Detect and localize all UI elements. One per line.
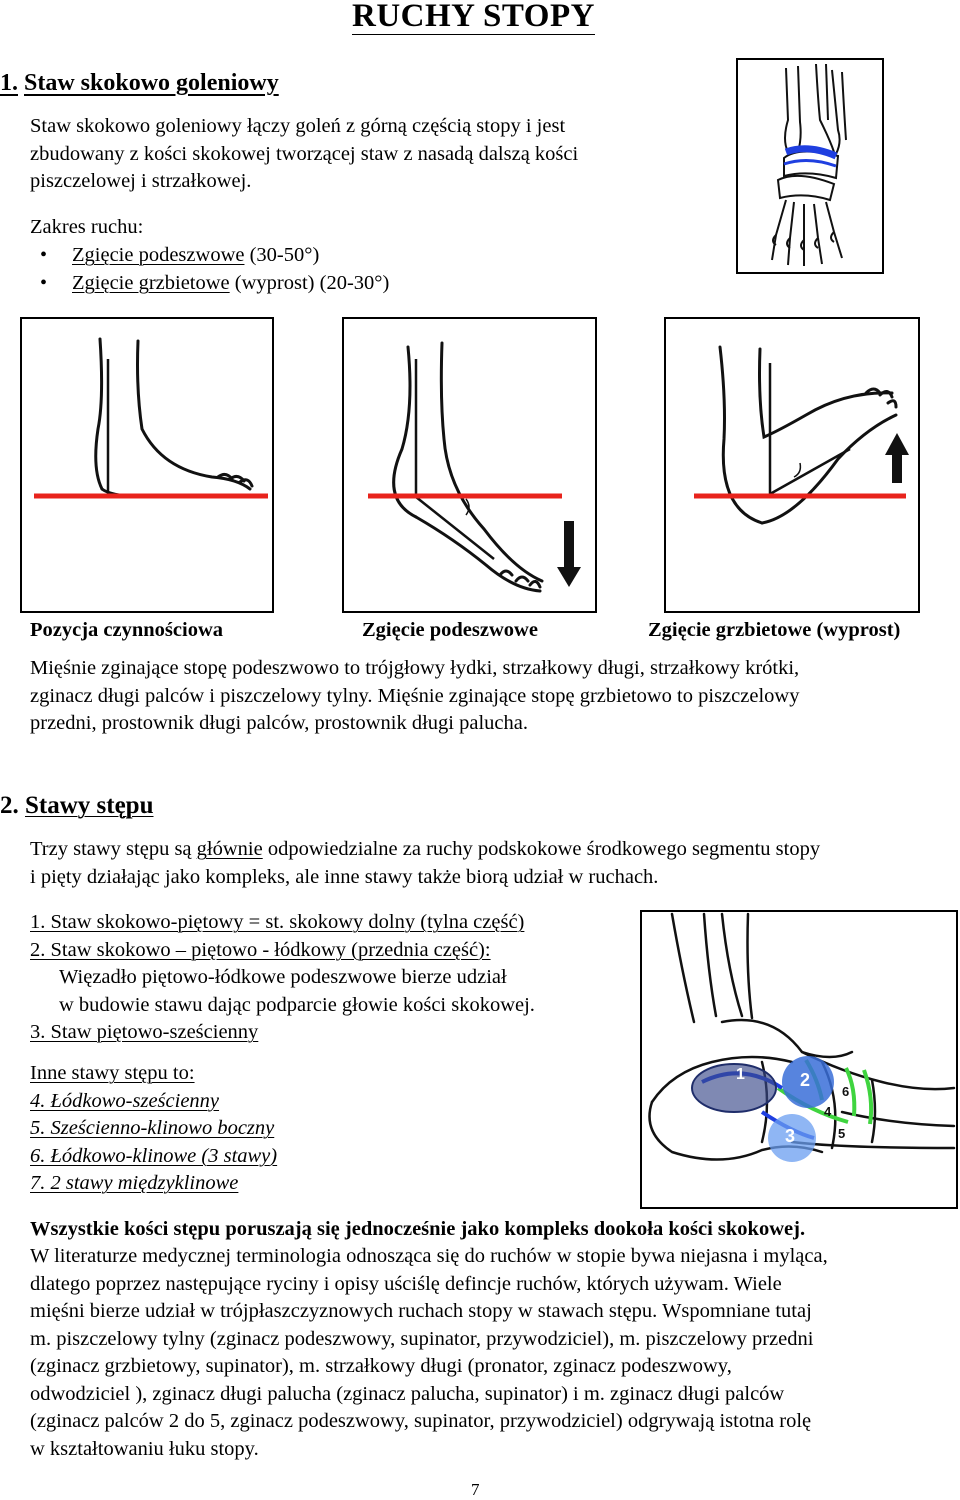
range-item-name: Zgięcie grzbietowe xyxy=(72,271,230,294)
section1-title: Staw skokowo goleniowy xyxy=(24,70,279,96)
caption-functional-position: Pozycja czynnościowa xyxy=(30,619,223,641)
diagram-label-6: 6 xyxy=(842,1084,850,1099)
intro-text: Trzy stawy stępu są xyxy=(30,838,197,860)
section1-number: 1. xyxy=(0,70,18,96)
muscles-line: zginacz długi palców i piszczelowy tylny… xyxy=(30,684,800,707)
diagram-label-3: 3 xyxy=(785,1126,796,1146)
body-line: m. piszczelowy tylny (zginacz podeszwowy… xyxy=(30,1327,814,1350)
body-line: (zginacz palców 2 do 5, zginacz podeszwo… xyxy=(30,1410,812,1432)
body-paragraph: W literaturze medycznej terminologia odn… xyxy=(30,1243,828,1463)
joint-item-detail: w budowie stawu dając podparcie głowie k… xyxy=(59,993,535,1016)
range-label: Zakres ruchu: xyxy=(30,216,144,238)
range-list: • Zgięcie podeszwowe (30-50°) • Zgięcie gr… xyxy=(40,242,390,298)
section2-title: Stawy stępu xyxy=(25,792,154,819)
main-joints-list: 1. Staw skokowo-piętowy = st. skokowy do… xyxy=(30,909,535,1047)
section2-number: 2. xyxy=(0,792,19,819)
muscles-line: Mięśnie zginające stopę podeszwowo to tr… xyxy=(30,657,800,679)
diagram-label-5: 5 xyxy=(838,1126,846,1141)
other-joints-label: Inne stawy stępu to: xyxy=(30,1062,195,1084)
page-title: RUCHY STOPY xyxy=(352,0,595,35)
ankle-joint-image xyxy=(736,58,884,274)
intro-text: odpowiedzialne za ruchy podskokowe środk… xyxy=(262,838,821,860)
intro-line: Trzy stawy stępu są głównie odpowiedzial… xyxy=(30,836,960,864)
body-line: (zginacz grzbietowy, supinator), m. strz… xyxy=(30,1355,732,1377)
tarsal-joints-image: 1 2 3 4 5 6 xyxy=(640,910,958,1209)
intro-line: zbudowany z kości skokowej tworzącej sta… xyxy=(30,142,579,165)
body-line: mięśni bierze udział w trójpłaszczyznowy… xyxy=(30,1300,812,1322)
section1-heading: 1. Staw skokowo goleniowy xyxy=(0,70,279,97)
foot-bones-icon xyxy=(771,63,847,266)
body-line: W literaturze medycznej terminologia odn… xyxy=(30,1245,828,1267)
dorsal-flexion-image xyxy=(664,317,920,613)
diagram-label-1: 1 xyxy=(736,1066,745,1083)
range-item-value: (wyprost) (20-30°) xyxy=(229,271,390,294)
bullet-icon: • xyxy=(40,271,48,294)
joint-item-detail: Więzadło piętowo-łódkowe podeszwowe bier… xyxy=(59,966,507,988)
functional-position-image xyxy=(20,317,274,613)
caption-dorsal-flexion: Zgięcie grzbietowe (wyprost) xyxy=(648,619,901,641)
bold-statement: Wszystkie kości stępu poruszają się jedn… xyxy=(30,1218,806,1240)
range-item-name: Zgięcie podeszwowe xyxy=(72,244,245,266)
range-item-value: (30-50°) xyxy=(244,244,320,266)
joint-item: 2. Staw skokowo – piętowo - łódkowy (prz… xyxy=(30,938,491,961)
intro-underlined: głównie xyxy=(196,838,263,860)
body-line: w kształtowaniu łuku stopy. xyxy=(30,1437,259,1460)
range-item: • Zgięcie grzbietowe (wyprost) (20-30°) xyxy=(40,270,390,298)
caption-plantar-flexion: Zgięcie podeszwowe xyxy=(362,619,538,641)
diagram-label-2: 2 xyxy=(800,1070,811,1090)
other-joint-item: 7. 2 stawy międzyklinowe xyxy=(30,1172,239,1194)
other-joint-item: 5. Sześcienno-klinowo boczny xyxy=(30,1117,275,1139)
diagram-label-4: 4 xyxy=(824,1104,832,1119)
joint-item: 3. Staw piętowo-sześcienny xyxy=(30,1021,259,1043)
section1-intro: Staw skokowo goleniowy łączy goleń z gór… xyxy=(30,113,578,196)
body-line: odwodziciel ), zginacz długi palucha (zg… xyxy=(30,1382,785,1405)
other-joint-item: 6. Łódkowo-klinowe (3 stawy) xyxy=(30,1144,278,1167)
foot-dorsal-flexion-icon xyxy=(694,345,909,525)
range-item: • Zgięcie podeszwowe (30-50°) xyxy=(40,242,389,270)
intro-line: piszczelowej i strzałkowej. xyxy=(30,170,252,192)
intro-line: i pięty działając jako kompleks, ale inn… xyxy=(30,865,659,888)
joint-item: 1. Staw skokowo-piętowy = st. skokowy do… xyxy=(30,911,525,933)
tarsal-bones-icon xyxy=(648,912,956,1162)
page-number: 7 xyxy=(471,1480,480,1499)
section2-heading: 2. Stawy stępu xyxy=(0,792,154,820)
foot-plantar-flexion-icon xyxy=(368,341,581,593)
plantar-flexion-image xyxy=(342,317,597,613)
other-joint-item: 4. Łódkowo-sześcienny xyxy=(30,1089,220,1112)
muscles-paragraph: Mięśnie zginające stopę podeszwowo to tr… xyxy=(30,655,799,738)
muscles-line: przedni, prostownik długi palców, prosto… xyxy=(30,712,528,734)
bullet-icon: • xyxy=(40,244,48,266)
intro-line: Staw skokowo goleniowy łączy goleń z gór… xyxy=(30,115,566,137)
body-line: dlatego poprzez następujące ryciny i opi… xyxy=(30,1272,782,1295)
other-joints-list: Inne stawy stępu to: 4. Łódkowo-sześcien… xyxy=(30,1060,277,1198)
foot-neutral-icon xyxy=(34,337,268,499)
section2-intro: Trzy stawy stępu są głównie odpowiedzial… xyxy=(30,836,960,891)
